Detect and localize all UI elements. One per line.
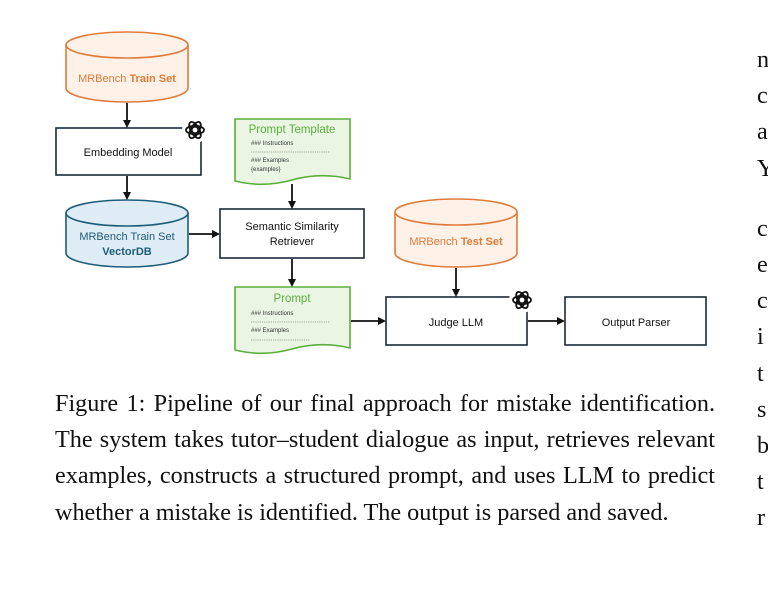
prompt-template-title: Prompt Template: [249, 124, 336, 136]
side-letter: c: [757, 82, 768, 110]
figure-caption: Figure 1: Pipeline of our final approach…: [55, 390, 715, 526]
svg-text:MRBench Train Set: MRBench Train Set: [78, 73, 176, 85]
test-set-cylinder: MRBench Test Set: [394, 198, 518, 268]
side-letter: e: [757, 250, 768, 278]
vector-db-label-line2: VectorDB: [102, 246, 152, 258]
side-letter: t: [757, 468, 764, 496]
svg-text:MRBench Test Set: MRBench Test Set: [409, 236, 503, 248]
side-letter: c: [757, 287, 768, 315]
retriever-label-line2: Retriever: [270, 236, 315, 248]
test-set-label-prefix: MRBench: [409, 236, 460, 248]
side-letter: c: [757, 214, 768, 242]
prompt-template-line-instructions: ### Instructions: [251, 141, 293, 147]
prompt-template-line-examples: ### Examples: [251, 158, 289, 164]
side-letter: r: [757, 504, 766, 532]
output-parser-label: Output Parser: [602, 317, 671, 329]
vector-db-cylinder: MRBench Train Set VectorDB: [65, 199, 189, 268]
side-letter: Y: [757, 154, 768, 182]
vector-db-label-line1: MRBench Train Set: [79, 231, 174, 243]
side-letter: n: [757, 46, 768, 73]
retriever-box: Semantic Similarity Retriever: [219, 208, 365, 259]
openai-logo-icon: [182, 117, 208, 143]
train-set-cylinder: MRBench Train Set: [65, 31, 189, 103]
prompt-document: Prompt ### Instructions ### Examples: [234, 286, 351, 355]
side-letter: s: [757, 395, 767, 423]
embedding-model-box: Embedding Model: [55, 117, 208, 176]
prompt-line-examples: ### Examples: [251, 328, 289, 334]
train-set-label-bold: Train Set: [129, 73, 176, 85]
train-set-label-prefix: MRBench: [78, 73, 129, 85]
side-letter: b: [757, 431, 768, 459]
prompt-line-instructions: ### Instructions: [251, 311, 293, 317]
openai-logo-icon: [509, 287, 535, 313]
retriever-label-line1: Semantic Similarity: [245, 221, 339, 233]
prompt-template-line-placeholder: {examples}: [251, 167, 281, 173]
pipeline-diagram: MRBench Train Set Embedding Model MRBenc…: [55, 31, 707, 355]
judge-llm-box: Judge LLM: [385, 287, 535, 346]
prompt-template-document: Prompt Template ### Instructions ### Exa…: [234, 118, 351, 186]
side-letter: a: [757, 118, 768, 146]
judge-llm-label: Judge LLM: [429, 317, 483, 329]
side-letter: t: [757, 359, 764, 387]
side-letter: i: [757, 323, 764, 351]
test-set-label-bold: Test Set: [461, 236, 503, 248]
prompt-title: Prompt: [273, 293, 311, 305]
output-parser-box: Output Parser: [564, 296, 707, 346]
adjacent-column-text: n c a Y c e c i t s b t r: [757, 42, 768, 536]
embedding-model-label: Embedding Model: [84, 147, 173, 159]
